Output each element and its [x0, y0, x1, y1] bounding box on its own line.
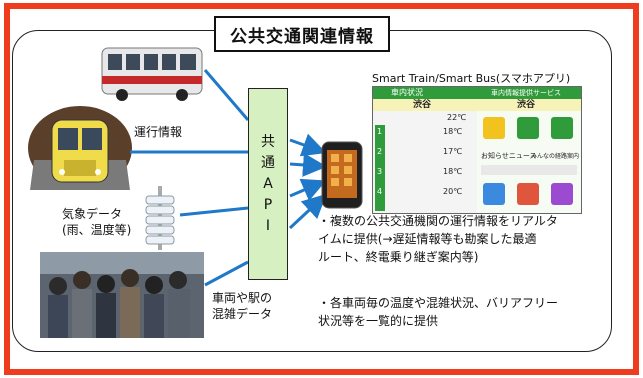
app-temperature: 22℃	[447, 113, 467, 122]
operation-info-label: 運行情報	[134, 125, 183, 139]
page-title: 公共交通関連情報	[230, 26, 374, 47]
bullet-2-line: 状況等を一覧的に提供	[318, 314, 439, 328]
app-right-header: 車内情報提供サービス	[477, 87, 581, 99]
app-car-number: 3	[377, 167, 383, 176]
app-station-bar: 渋谷	[373, 99, 477, 111]
app-car-list: 22℃ 1 2 3 4 18℃ 17℃ 18℃ 20℃	[373, 111, 477, 213]
app-left-header: 車内状況	[373, 87, 477, 99]
smartphone-illustration	[321, 141, 363, 209]
title-box: 公共交通関連情報	[214, 16, 390, 52]
api-char: A	[263, 175, 273, 192]
app-tile	[483, 117, 505, 139]
app-tile	[517, 183, 539, 205]
app-car-temp: 18℃	[443, 167, 463, 176]
api-char: 通	[261, 154, 275, 171]
bullet-2: ・各車両毎の温度や混雑状況、バリアフリー 状況等を一覧的に提供	[318, 294, 558, 330]
app-title: Smart Train/Smart Bus(スマホアプリ)	[372, 72, 571, 85]
train-illustration	[28, 106, 132, 190]
api-to-phone-arrows	[288, 133, 327, 230]
bullet-1: ・複数の公共交通機関の運行情報をリアルタ イムに提供(→遅延情報等も勘案した最適…	[318, 212, 558, 266]
app-car-temp: 18℃	[443, 127, 463, 136]
bullet-1-line: イムに提供(→遅延情報等も勘案した最適	[318, 232, 537, 246]
app-left-header-text: 車内状況	[391, 88, 423, 97]
api-char: I	[265, 217, 271, 234]
bullet-2-line: ・各車両毎の温度や混雑状況、バリアフリー	[318, 296, 559, 310]
app-car-number: 2	[377, 147, 383, 156]
app-car-temp: 17℃	[443, 147, 463, 156]
app-car-temp: 20℃	[443, 187, 463, 196]
api-char: 共	[261, 133, 275, 150]
app-tile	[551, 117, 573, 139]
app-news-sub: みんなの経路案内	[531, 153, 580, 160]
app-tile	[483, 183, 505, 205]
crowd-illustration	[40, 252, 204, 338]
bus-illustration	[101, 47, 203, 101]
app-car-number: 4	[377, 187, 383, 196]
connector-lines	[130, 69, 250, 287]
app-news-header: お知らせニュース	[481, 152, 537, 160]
app-station-right: 渋谷	[517, 100, 536, 110]
app-station-bar-right: 渋谷	[477, 99, 581, 111]
bullet-1-line: ルート、終電乗り継ぎ案内等)	[318, 250, 479, 264]
app-screenshot: 車内状況 車内情報提供サービス 渋谷 渋谷 22℃ 1 2 3 4 18℃ 17…	[372, 86, 582, 214]
bullet-1-line: ・複数の公共交通機関の運行情報をリアルタ	[318, 214, 558, 228]
app-news-bar	[481, 165, 577, 175]
congestion-data-sublabel: 混雑データ	[212, 307, 273, 321]
app-car-number-column	[375, 125, 385, 211]
app-car-number: 1	[377, 127, 383, 136]
congestion-data-label: 車両や駅の	[212, 291, 273, 305]
weather-sensor-illustration	[145, 186, 175, 250]
common-api-box: 共 通 A P I	[248, 88, 288, 280]
app-right-header-text: 車内情報提供サービス	[491, 89, 561, 97]
app-tile	[551, 183, 573, 205]
app-station: 渋谷	[413, 100, 432, 110]
weather-data-label: 気象データ	[62, 207, 123, 221]
app-tile	[517, 117, 539, 139]
api-char: P	[263, 196, 273, 213]
app-service-grid: お知らせニュース みんなの経路案内	[477, 111, 581, 213]
weather-data-sublabel: (雨、温度等)	[62, 223, 132, 237]
